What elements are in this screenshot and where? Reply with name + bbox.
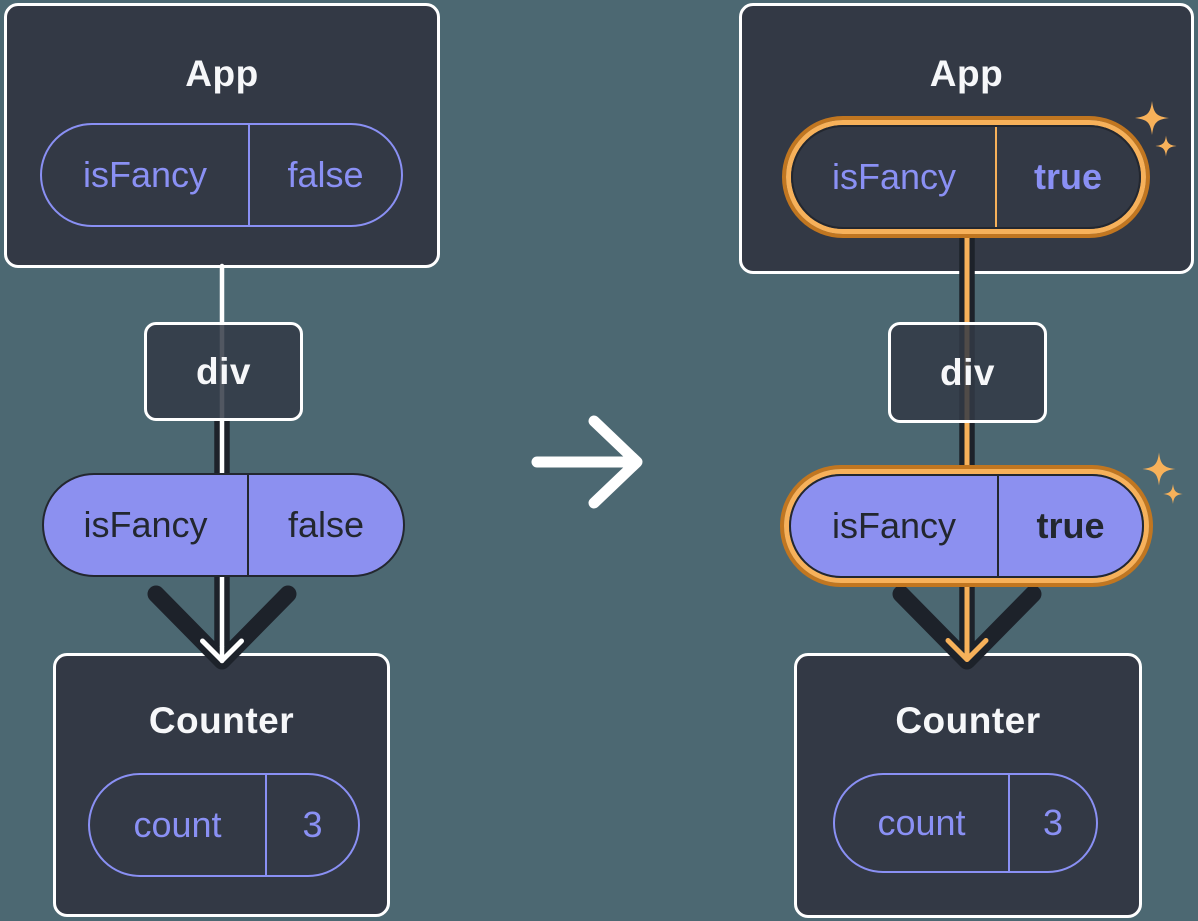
- state-pill-before: isFancy false: [40, 123, 403, 227]
- state-pill-after: isFancy true: [791, 125, 1141, 229]
- arrow-tip-icon: [945, 638, 989, 662]
- highlight-ring: isFancy true: [782, 116, 1150, 238]
- component-title: App: [185, 53, 259, 94]
- element-title: div: [940, 351, 995, 393]
- state-value: true: [995, 127, 1139, 227]
- sparkle-icon: [1142, 452, 1176, 486]
- state-value: false: [248, 125, 401, 225]
- prop-key: isFancy: [831, 505, 957, 546]
- prop-pill-after: isFancy true: [789, 474, 1144, 578]
- highlight-ring-inner: isFancy true: [786, 120, 1146, 234]
- state-pill-counter-after: count 3: [833, 773, 1098, 873]
- sparkle-icon: [1135, 101, 1169, 135]
- div-element-box-after: div: [888, 322, 1047, 423]
- div-element-box-before: div: [144, 322, 303, 421]
- arrow-head: [588, 415, 643, 509]
- sparkle-icon: [1163, 484, 1183, 504]
- sparkles-icon: [1135, 101, 1177, 157]
- state-key: isFancy: [82, 154, 208, 195]
- state-pill-counter-before: count 3: [88, 773, 360, 877]
- component-title: App: [929, 53, 1004, 94]
- component-title: Counter: [148, 700, 295, 741]
- arrow-tip-icon: [200, 638, 244, 663]
- state-key: count: [133, 804, 222, 845]
- arrow-right-icon: [531, 415, 643, 509]
- element-title: div: [196, 350, 251, 392]
- highlight-ring-inner: isFancy true: [784, 469, 1149, 583]
- sparkle-icon: [1155, 135, 1177, 157]
- prop-pill-before: isFancy false: [42, 473, 405, 577]
- state-key: count: [877, 802, 966, 843]
- component-title: Counter: [895, 700, 1041, 741]
- state-value: 3: [1008, 775, 1096, 871]
- prop-value: false: [247, 475, 403, 575]
- highlight-ring: isFancy true: [780, 465, 1153, 587]
- prop-key: isFancy: [83, 504, 208, 545]
- state-key: isFancy: [831, 156, 957, 197]
- prop-value: true: [997, 476, 1142, 576]
- state-value: 3: [265, 775, 358, 875]
- sparkles-icon: [1142, 452, 1183, 504]
